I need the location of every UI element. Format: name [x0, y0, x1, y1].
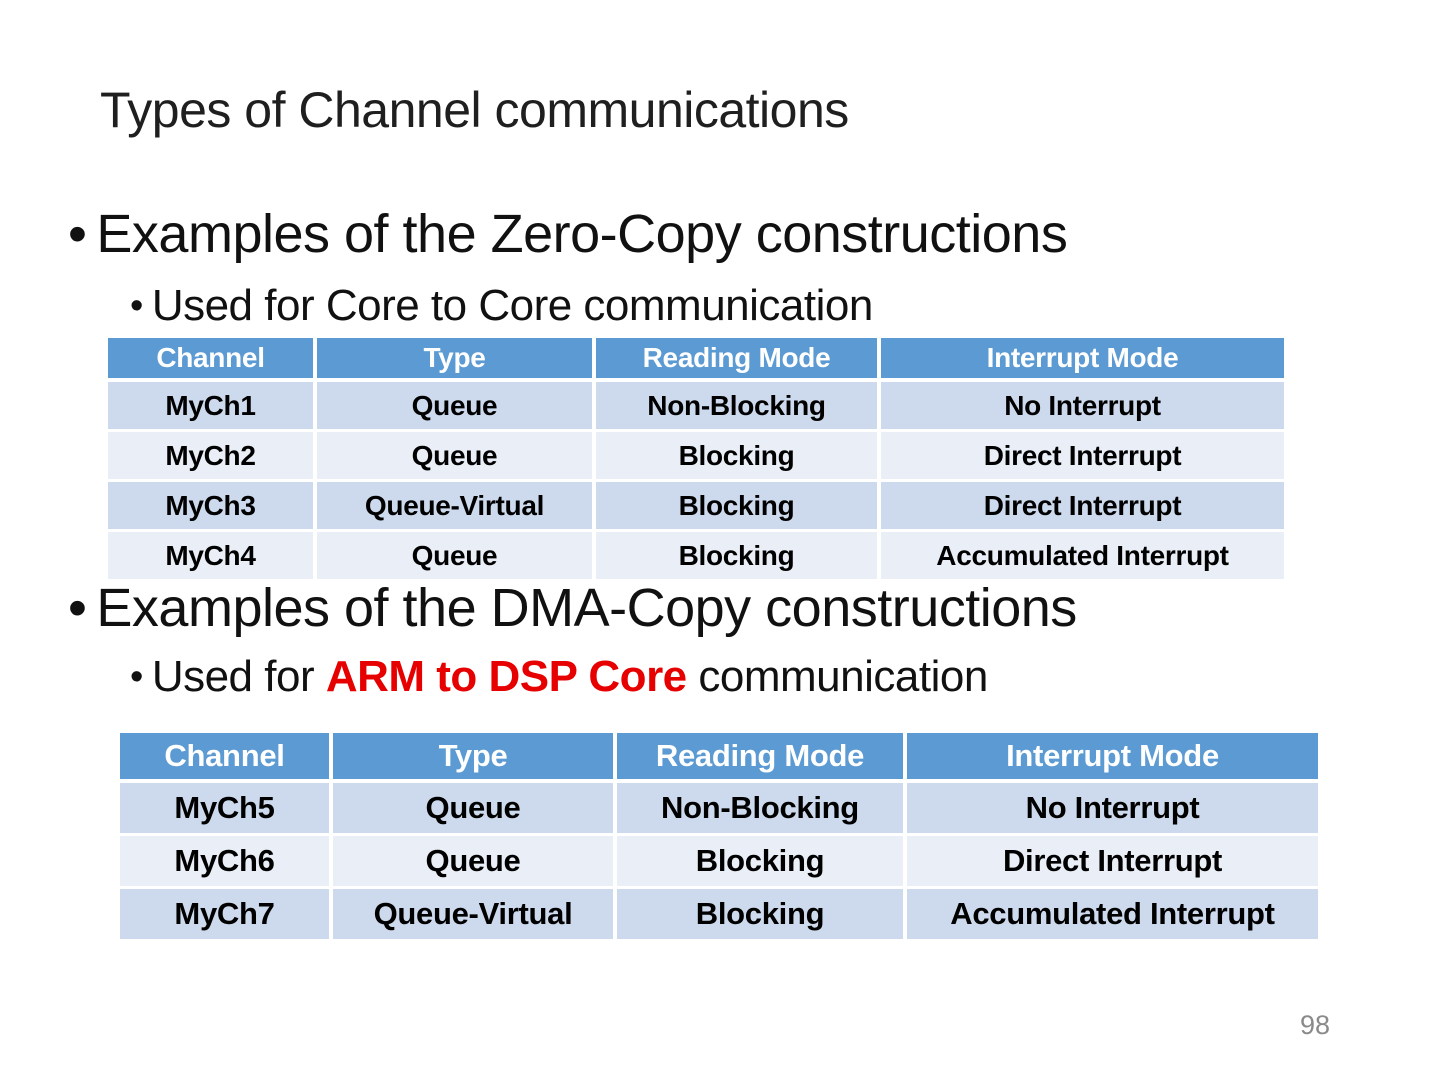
table-cell: MyCh1: [108, 382, 313, 432]
slide-title: Types of Channel communications: [100, 82, 849, 138]
column-header: Type: [329, 733, 613, 783]
subbullet-core-to-core-text: Used for Core to Core communication: [151, 281, 874, 330]
table-cell: No Interrupt: [877, 382, 1284, 432]
column-header: Interrupt Mode: [877, 338, 1284, 382]
bullet-zero-copy-text: Examples of the Zero-Copy constructions: [96, 204, 1068, 264]
column-header: Type: [313, 338, 592, 382]
table-cell: Accumulated Interrupt: [877, 532, 1284, 582]
bullet-marker-icon: •: [130, 285, 143, 327]
table-cell: Blocking: [592, 532, 877, 582]
table-cell: MyCh6: [120, 836, 329, 889]
subbullet-arm-to-dsp-text: Used for ARM to DSP Core communication: [152, 655, 988, 699]
table-cell: Queue: [313, 532, 592, 582]
bullet-dma-copy-text: Examples of the DMA-Copy constructions: [96, 578, 1077, 638]
table-cell: Blocking: [592, 482, 877, 532]
subbullet-suffix: communication: [686, 652, 988, 701]
table-cell: Queue-Virtual: [329, 889, 613, 942]
table-cell: Direct Interrupt: [877, 432, 1284, 482]
column-header: Channel: [108, 338, 313, 382]
table-cell: MyCh5: [120, 783, 329, 836]
arm-to-dsp-highlight: ARM to DSP Core: [325, 652, 687, 701]
table-cell: Queue: [313, 382, 592, 432]
subbullet-core-to-core: • Used for Core to Core communication: [130, 284, 873, 328]
table-cell: MyCh2: [108, 432, 313, 482]
column-header: Reading Mode: [613, 733, 903, 783]
table-cell: Direct Interrupt: [877, 482, 1284, 532]
bullet-marker-icon: •: [68, 578, 87, 638]
column-header: Channel: [120, 733, 329, 783]
table-cell: Non-Blocking: [592, 382, 877, 432]
table-cell: Blocking: [613, 889, 903, 942]
table-cell: Queue-Virtual: [313, 482, 592, 532]
bullet-marker-icon: •: [68, 204, 87, 264]
bullet-marker-icon: •: [130, 656, 143, 698]
table-cell: Accumulated Interrupt: [903, 889, 1318, 942]
subbullet-prefix: Used for: [151, 652, 326, 701]
table-cell: Queue: [313, 432, 592, 482]
table-cell: Non-Blocking: [613, 783, 903, 836]
bullet-dma-copy: • Examples of the DMA-Copy constructions: [68, 581, 1077, 635]
table-cell: Queue: [329, 783, 613, 836]
table-cell: MyCh4: [108, 532, 313, 582]
table-cell: Blocking: [592, 432, 877, 482]
table-cell: No Interrupt: [903, 783, 1318, 836]
bullet-zero-copy: • Examples of the Zero-Copy construction…: [68, 204, 1068, 264]
table-cell: Direct Interrupt: [903, 836, 1318, 889]
table-cell: MyCh7: [120, 889, 329, 942]
page-number: 98: [1300, 1010, 1331, 1040]
table-cell: Blocking: [613, 836, 903, 889]
column-header: Reading Mode: [592, 338, 877, 382]
table-cell: Queue: [329, 836, 613, 889]
subbullet-arm-to-dsp: • Used for ARM to DSP Core communication: [130, 655, 988, 699]
column-header: Interrupt Mode: [903, 733, 1318, 783]
table-cell: MyCh3: [108, 482, 313, 532]
